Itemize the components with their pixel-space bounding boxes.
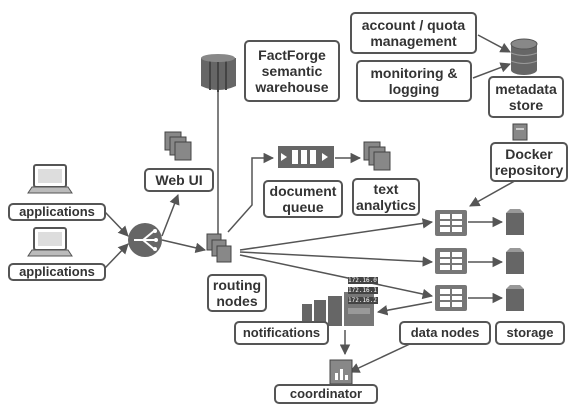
- text-analytics-label: text analytics: [352, 178, 420, 216]
- computer-icon: [27, 164, 73, 194]
- edge-docker-to-nodes: [469, 177, 521, 207]
- notifications-label: notifications: [234, 321, 329, 345]
- edge-routing-to-queue: [227, 152, 275, 233]
- edge-apps-to-lb: [104, 211, 129, 237]
- factforge-label: FactForge semantic warehouse: [244, 40, 340, 102]
- routing-nodes-icon: [206, 233, 232, 263]
- coordinator-icon: [329, 359, 353, 385]
- docker-repository-icon: [512, 123, 528, 141]
- edge-datanodes-to-coordinator: [349, 342, 413, 373]
- account-quota-label: account / quota management: [350, 12, 477, 54]
- coordinator-label: coordinator: [274, 384, 378, 404]
- edge-routing-to-node3: [239, 254, 434, 300]
- database-icon: [510, 38, 538, 75]
- queue-icon: [278, 146, 334, 168]
- ip-address-tag: 172.16.2.0: [348, 297, 385, 304]
- edge-lb-to-webui: [161, 194, 180, 237]
- monitoring-label: monitoring & logging: [356, 60, 472, 102]
- docker-repository-label: Docker repository: [490, 142, 568, 182]
- edge-lb-to-routing: [161, 239, 207, 253]
- applications-label: applications: [8, 203, 106, 221]
- edge-account-to-metadata: [477, 34, 511, 53]
- text-analytics-icon: [363, 141, 391, 171]
- edge-routing-to-node1: [239, 218, 434, 251]
- data-node-icon: [435, 248, 467, 274]
- storage-icon: [506, 248, 524, 274]
- storage-icon: [506, 285, 524, 311]
- edge-apps2-to-lb: [104, 243, 129, 269]
- edge-monitoring-to-metadata: [472, 62, 511, 79]
- data-nodes-label: data nodes: [399, 321, 491, 345]
- routing-nodes-label: routing nodes: [207, 274, 267, 312]
- data-node-icon: [435, 210, 467, 236]
- data-node-icon: [435, 285, 467, 311]
- ip-address-tag: 172.16.0.0: [348, 277, 385, 284]
- load-balancer-icon: [128, 223, 162, 257]
- document-queue-label: document queue: [263, 180, 343, 218]
- metadata-store-label: metadata store: [488, 76, 564, 118]
- computer-icon: [27, 227, 73, 257]
- warehouse-icon: [201, 54, 236, 92]
- edge-routing-to-node2: [239, 251, 434, 267]
- connectors: [104, 34, 521, 373]
- storage-icon: [506, 209, 524, 235]
- edge-nodes-to-notifications: [376, 301, 433, 316]
- web-ui-label: Web UI: [144, 168, 214, 192]
- ip-address-tag: 172.16.1.0: [348, 287, 385, 294]
- applications-label: applications: [8, 263, 106, 281]
- web-ui-icon: [164, 131, 192, 161]
- storage-label: storage: [495, 321, 565, 345]
